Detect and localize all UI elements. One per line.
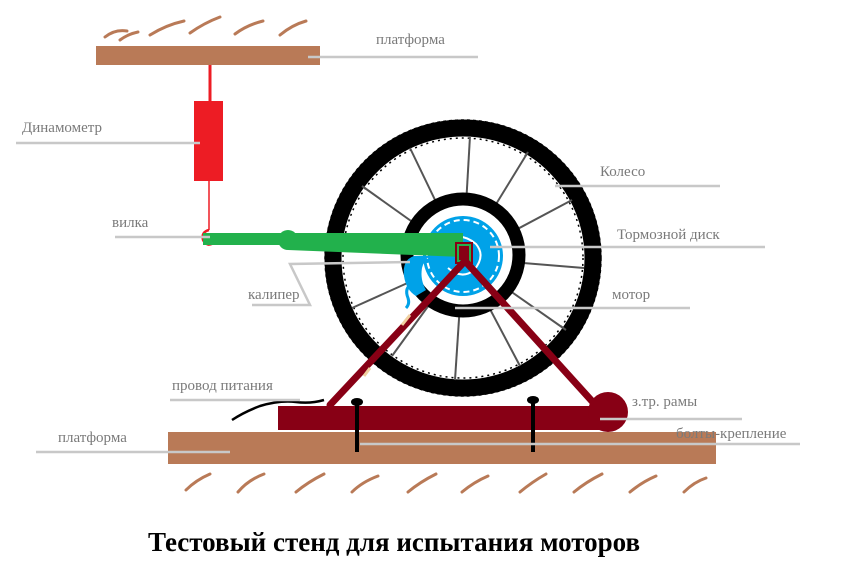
label-fork: вилка	[112, 215, 149, 231]
diagram-title: Тестовый стенд для испытания моторов	[148, 527, 640, 557]
label-platform-bottom: платформа	[58, 430, 127, 446]
power-cable	[231, 398, 325, 422]
label-brake-disc: Тормозной диск	[617, 227, 720, 243]
ceiling-hatching	[103, 15, 308, 42]
label-platform-top: платформа	[376, 32, 445, 48]
label-caliper: калипер	[248, 287, 300, 303]
label-dynamometer: Динамометр	[22, 120, 102, 136]
label-power-cable: провод питания	[172, 378, 273, 394]
label-mount-bolts: болты-крепление	[676, 426, 787, 442]
label-motor: мотор	[612, 287, 650, 303]
bottom-platform	[168, 432, 716, 464]
base-frame	[278, 406, 608, 430]
leader-lines	[16, 55, 800, 454]
mount-bolts	[351, 396, 539, 452]
frame-struts	[326, 258, 604, 414]
fork	[203, 230, 463, 257]
floor-hatching	[184, 472, 708, 494]
motor	[455, 242, 473, 264]
power-cable-segment	[362, 314, 412, 377]
top-platform	[96, 46, 320, 65]
frame-pivot	[588, 392, 628, 432]
dynamometer	[194, 101, 223, 181]
label-frame-pivot: з.тр. рамы	[632, 394, 697, 410]
label-wheel: Колесо	[600, 164, 645, 180]
caliper-hose	[404, 282, 413, 310]
